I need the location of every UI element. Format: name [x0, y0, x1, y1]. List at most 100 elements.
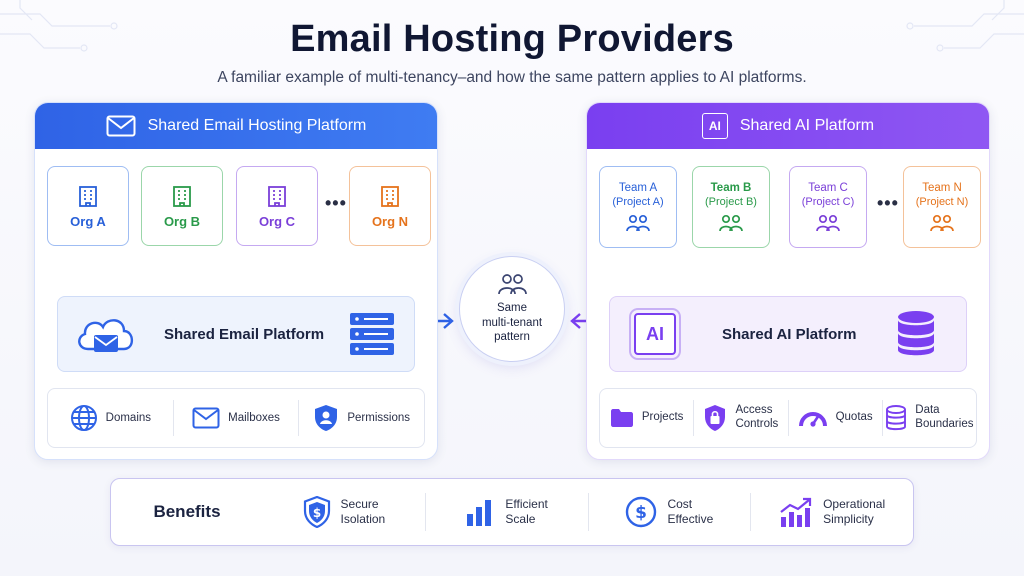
ai-panel-header: AI Shared AI Platform [587, 103, 989, 149]
feature-mailboxes: Mailboxes [172, 400, 299, 436]
feature-projects: Projects [600, 400, 693, 436]
email-panel-header: Shared Email Hosting Platform [35, 103, 437, 149]
feature-label-line2: Controls [735, 418, 779, 430]
database-icon [898, 311, 934, 356]
building-icon [268, 185, 286, 207]
envelope-icon [192, 407, 220, 429]
shield-user-icon [315, 405, 338, 431]
users-icon [816, 214, 840, 232]
center-line1: Same [496, 302, 528, 315]
tenant-label: Team A [618, 182, 658, 194]
feature-domains: Domains [48, 400, 173, 436]
tenant-team-c: Team C (Project C) [789, 166, 867, 248]
tenant-sub: (Project B) [705, 196, 757, 208]
folder-icon [610, 409, 633, 427]
feature-permissions: Permissions [298, 400, 424, 436]
email-hosting-panel: Shared Email Hosting Platform Org A Org … [34, 102, 438, 460]
benefit-line1: Operational [823, 497, 886, 511]
email-panel-title: Shared Email Hosting Platform [147, 117, 367, 134]
platform-label: Shared Email Platform [164, 325, 325, 343]
circuit-decoration-left [0, 0, 118, 52]
tenant-sub: (Project N) [915, 196, 969, 208]
benefit-line1: Secure [340, 497, 379, 511]
dollar-circle-icon: $ [626, 496, 657, 528]
center-line2: multi-tenant [481, 316, 543, 329]
benefit-line2: Simplicity [823, 512, 874, 526]
feature-label: Mailboxes [228, 412, 280, 424]
ai-features: Projects Access Controls Quotas Data Bou… [599, 388, 977, 448]
tenant-label: Team C [808, 182, 848, 194]
tenant-team-b: Team B (Project B) [692, 166, 770, 248]
feature-quotas: Quotas [787, 400, 882, 436]
tenant-label: Org B [163, 213, 201, 229]
tenant-team-a: Team A (Project A) [599, 166, 677, 248]
feature-label-line1: Access [735, 404, 773, 417]
lock-shield-icon [705, 405, 726, 431]
feature-data-boundaries: Data Boundaries [881, 400, 976, 436]
feature-label: Projects [641, 411, 684, 424]
shared-email-platform: Shared Email Platform [57, 296, 415, 372]
svg-text:$: $ [636, 503, 648, 523]
platform-label: Shared AI Platform [722, 325, 857, 343]
bar-chart-icon [467, 500, 492, 526]
ai-chip-icon: AI [634, 313, 676, 355]
tenant-sub: (Project A) [612, 196, 664, 208]
feature-label: Quotas [835, 411, 873, 424]
benefit-line2: Isolation [340, 512, 386, 526]
users-icon [626, 214, 650, 232]
users-icon [719, 214, 743, 232]
email-features: Domains Mailboxes Permissions [47, 388, 425, 448]
ellipsis: ••• [877, 193, 899, 213]
circuit-decoration-right [906, 0, 1024, 52]
ai-chip-icon: AI [701, 113, 728, 139]
trend-up-icon [780, 497, 812, 527]
users-icon [930, 214, 954, 232]
ai-badge-text: AI [708, 119, 721, 133]
ellipsis: ••• [325, 193, 347, 213]
building-icon [173, 185, 191, 207]
envelope-icon [106, 115, 136, 137]
page-title: Email Hosting Providers [290, 18, 734, 60]
tenant-sub: (Project C) [801, 196, 855, 208]
tenant-org-c: Org C [236, 166, 318, 246]
page-subtitle: A familiar example of multi-tenancy–and … [217, 69, 807, 86]
tenant-label: Org N [371, 213, 409, 229]
benefit-operational-simplicity: Operational Simplicity [750, 493, 913, 531]
ai-platform-panel: AI Shared AI Platform Team A (Project A)… [586, 102, 990, 460]
tenant-team-n: Team N (Project N) [903, 166, 981, 248]
benefit-line1: Cost [667, 497, 693, 511]
tenant-label: Team B [710, 182, 752, 194]
feature-label-line1: Data [915, 404, 940, 417]
tenant-org-n: Org N [349, 166, 431, 246]
database-icon [886, 405, 907, 431]
tenant-org-a: Org A [47, 166, 129, 246]
benefits-label: Benefits [153, 502, 221, 521]
feature-access-controls: Access Controls [693, 400, 787, 436]
benefits-bar: Benefits $ Secure Isolation Efficient Sc… [110, 478, 914, 546]
ai-panel-title: Shared AI Platform [739, 117, 875, 134]
building-icon [79, 185, 97, 207]
shield-dollar-icon: $ [303, 496, 330, 528]
gauge-icon [798, 412, 827, 427]
users-icon [498, 274, 527, 295]
ai-badge-text: AI [646, 323, 664, 344]
tenant-label: Team N [922, 182, 962, 194]
server-icon [350, 313, 394, 355]
globe-icon [70, 405, 97, 431]
shared-ai-platform: AI Shared AI Platform [609, 296, 967, 372]
benefit-line1: Efficient [505, 497, 548, 511]
tenant-label: Org A [70, 213, 106, 229]
tenant-org-b: Org B [141, 166, 223, 246]
feature-label: Permissions [347, 412, 410, 424]
same-pattern-circle: Same multi-tenant pattern [459, 256, 565, 362]
cloud-mail-icon [78, 319, 134, 352]
benefit-line2: Scale [505, 512, 536, 526]
benefit-line2: Effective [667, 512, 714, 526]
feature-label: Domains [105, 412, 152, 424]
benefit-secure-isolation: $ Secure Isolation [263, 493, 425, 531]
feature-label-line2: Boundaries [915, 418, 974, 430]
center-line3: pattern [494, 331, 530, 344]
benefit-efficient-scale: Efficient Scale [424, 493, 588, 531]
svg-text:$: $ [312, 506, 320, 520]
benefit-cost-effective: $ Cost Effective [587, 493, 751, 531]
